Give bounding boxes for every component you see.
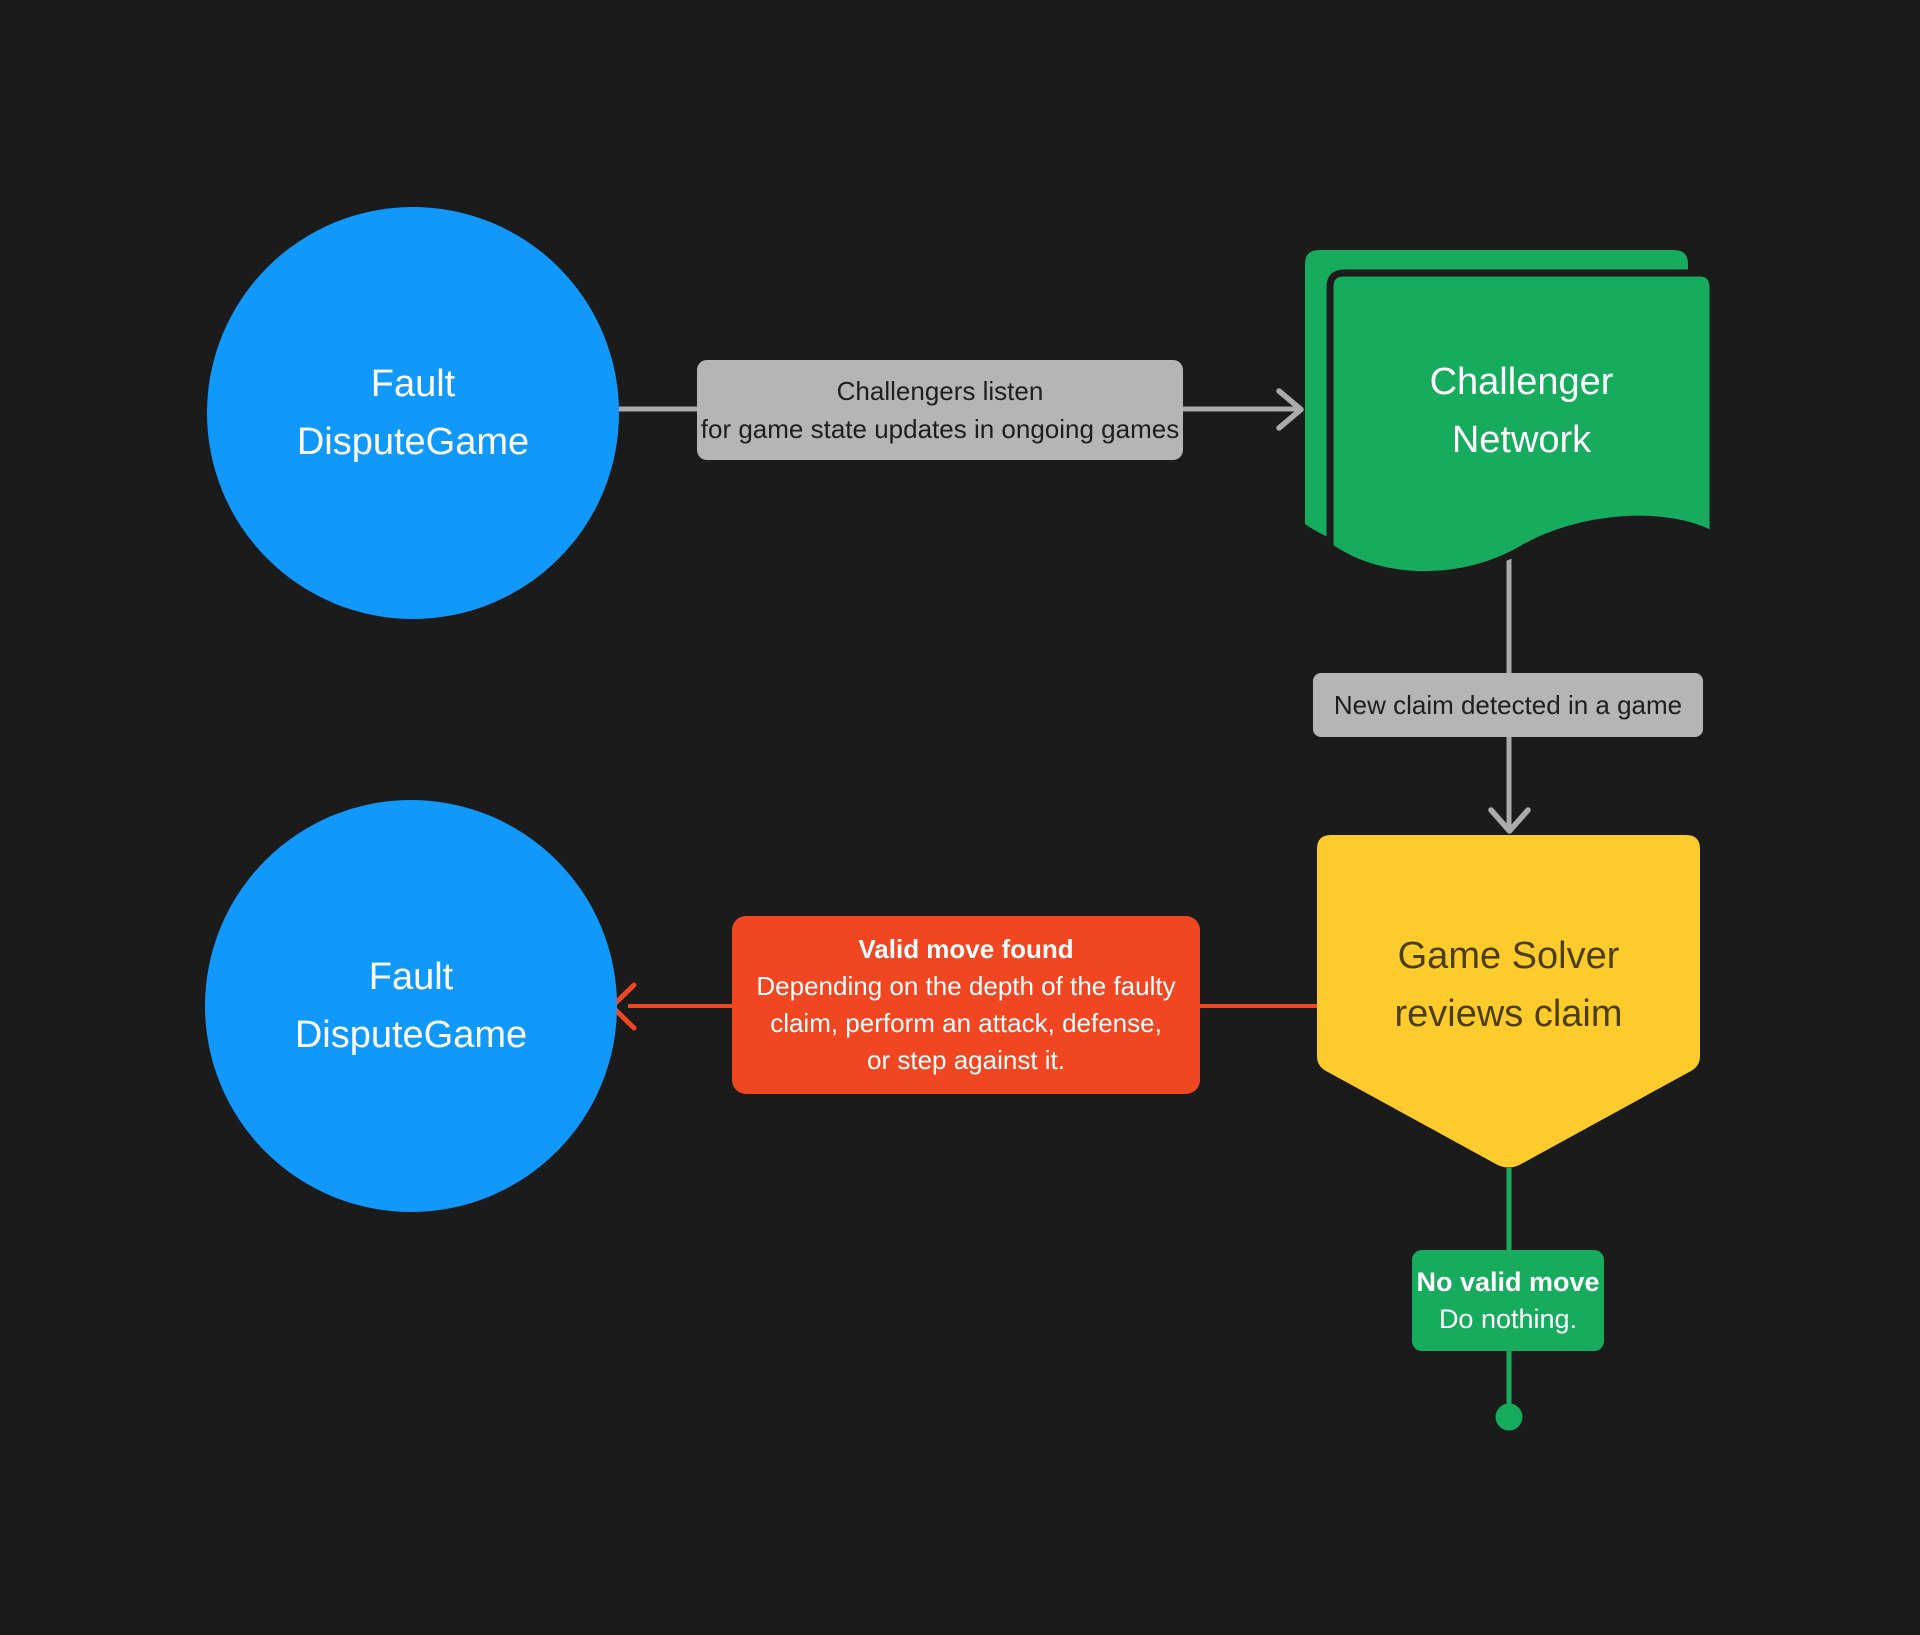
challengers-listen-label: Challengers listen for game state update… <box>697 360 1183 460</box>
fault-dispute-game-top-node: Fault DisputeGame <box>207 207 619 619</box>
node-label-line: Fault <box>368 956 454 998</box>
new-claim-label: New claim detected in a game <box>1313 673 1703 737</box>
node-label-line: DisputeGame <box>296 421 530 463</box>
challenger-network-node <box>1305 250 1717 579</box>
end-dot-icon <box>1495 1403 1523 1431</box>
game-solver-label: Game Solver reviews claim <box>1317 835 1700 1135</box>
node-label-line: Game Solver <box>1397 935 1620 977</box>
no-valid-move-callout: No valid move Do nothing. <box>1412 1250 1604 1351</box>
fault-dispute-game-bottom-node: Fault DisputeGame <box>205 800 617 1212</box>
node-label-line: Fault <box>370 363 456 405</box>
valid-move-callout: Valid move found Depending on the depth … <box>732 916 1200 1094</box>
node-label-line: reviews claim <box>1394 993 1623 1035</box>
label-line: for game state updates in ongoing games <box>700 414 1180 444</box>
label-line: Challengers listen <box>836 376 1044 406</box>
callout-line: claim, perform an attack, defense, <box>770 1008 1162 1038</box>
document-shape-front <box>1326 269 1717 579</box>
callout-line: Depending on the depth of the faulty <box>756 971 1176 1001</box>
arrowhead-down-icon <box>1488 807 1531 834</box>
game-solver-node <box>1317 835 1700 1168</box>
challenger-network-label: Challenger Network <box>1330 273 1713 548</box>
node-label-line: DisputeGame <box>294 1014 528 1056</box>
callout-title: Valid move found <box>858 934 1074 964</box>
callout-line: Do nothing. <box>1438 1303 1578 1334</box>
arrowhead-right-icon <box>1276 388 1304 431</box>
callout-line: or step against it. <box>867 1045 1065 1075</box>
callout-title: No valid move <box>1416 1266 1600 1297</box>
label-line: New claim detected in a game <box>1333 690 1683 720</box>
node-label-line: Network <box>1451 418 1592 461</box>
node-label-line: Challenger <box>1429 360 1614 403</box>
